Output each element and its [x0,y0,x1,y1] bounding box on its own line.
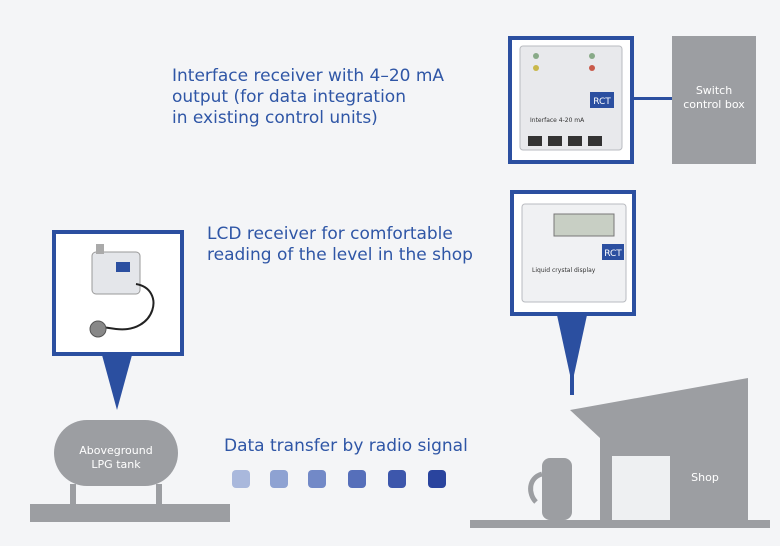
data-transfer-caption: Data transfer by radio signal [224,436,468,456]
caption-line: Interface receiver with 4–20 mA [172,66,445,86]
shop-label: Shop [691,471,719,484]
interface-model-label: Interface 4-20 mA [530,117,585,124]
switch-control-box: Switch control box [672,36,756,164]
box-label-line: Switch [695,84,733,97]
box-label-line: control box [683,98,745,111]
lcd-pointer [557,315,587,395]
interface-receiver-caption: Interface receiver with 4–20 mA output (… [172,66,492,129]
signal-dot [232,470,250,488]
tank-label-line: LPG tank [91,458,141,471]
lcd-receiver-device: RCT Liquid crystal display [521,203,627,303]
sensor-pointer [102,355,132,410]
lcd-receiver-caption: LCD receiver for comfortable reading of … [207,224,507,266]
interface-brand-label: RCT [593,97,611,107]
lcd-receiver-frame: RCT Liquid crystal display [510,190,636,316]
signal-dot [388,470,406,488]
lcd-model-label: Liquid crystal display [532,267,596,274]
lpg-tank [30,420,230,522]
caption-line: output (for data integration [172,87,406,107]
led-icon [533,53,539,59]
led-icon [589,65,595,71]
caption-line: LCD receiver for comfortable [207,224,453,244]
tank-label: Aboveground LPG tank [54,444,178,472]
sensor-device [89,244,155,338]
connector-line [634,97,672,100]
interface-receiver-frame: RCT Interface 4-20 mA [508,36,634,164]
sensor-frame [52,230,184,356]
signal-dot [428,470,446,488]
signal-dot [348,470,366,488]
lcd-brand-label: RCT [604,249,622,259]
led-icon [533,65,539,71]
tank-label-line: Aboveground [79,444,153,457]
interface-receiver-device: RCT Interface 4-20 mA [519,45,623,151]
caption-line: in existing control units) [172,108,378,128]
fuel-pump-icon [542,458,572,520]
shop-building [470,378,770,528]
signal-dot [308,470,326,488]
signal-dot [270,470,288,488]
caption-line: reading of the level in the shop [207,245,473,265]
led-icon [589,53,595,59]
